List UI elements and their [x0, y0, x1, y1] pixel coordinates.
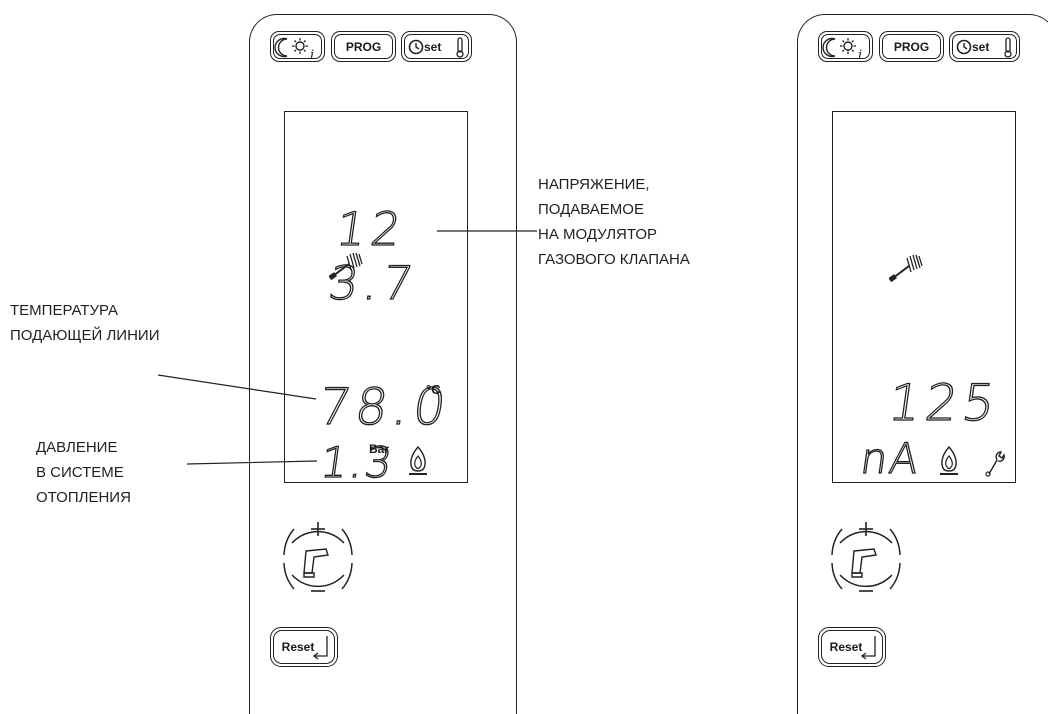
control-panel-right: i PROG set 125 nA: [797, 14, 1048, 714]
reset-button-label: Reset: [281, 640, 315, 654]
plus-icon: [859, 522, 873, 536]
chimney-sweep-brush-icon: [889, 254, 923, 283]
mode-button[interactable]: i: [270, 31, 325, 63]
callout-line: НАПРЯЖЕНИЕ,: [538, 176, 650, 193]
control-panel-left: i PROG set 12 3.7 78.0 °C 1.3 Bar: [249, 14, 517, 714]
clock-icon: [956, 39, 972, 55]
faucet-icon: [303, 548, 329, 578]
return-arrow-icon: [860, 636, 876, 660]
set-temperature-button[interactable]: set: [949, 31, 1020, 62]
ionization-current-readout: 125: [884, 373, 1004, 432]
prog-button-label: PROG: [345, 40, 382, 54]
pressure-callout: ДАВЛЕНИЕ В СИСТЕМЕ ОТОПЛЕНИЯ: [36, 435, 131, 510]
thermometer-icon: [456, 37, 464, 58]
callout-line: ТЕМПЕРАТУРА: [10, 302, 118, 319]
clock-icon: [408, 39, 424, 55]
flame-icon: [409, 445, 427, 475]
callout-line: ПОДАЮЩЕЙ ЛИНИИ: [10, 327, 160, 344]
callout-line: ПОДАВАЕМОЕ: [538, 201, 644, 218]
flow-temperature-callout: ТЕМПЕРАТУРА ПОДАЮЩЕЙ ЛИНИИ: [10, 298, 159, 348]
set-temperature-button[interactable]: set: [401, 31, 472, 62]
current-unit: nA: [857, 433, 925, 483]
thermometer-icon: [1004, 37, 1012, 58]
callout-line: НА МОДУЛЯТОР: [538, 226, 658, 243]
flow-temperature-unit: °C: [426, 382, 441, 397]
mode-button[interactable]: i: [818, 31, 873, 63]
dhw-adjust-knob[interactable]: [280, 515, 356, 603]
lcd-screen-right: 125 nA: [832, 111, 1016, 484]
chimney-sweep-brush-icon: [329, 252, 363, 281]
reset-button[interactable]: Reset: [818, 627, 886, 667]
return-arrow-icon: [312, 636, 328, 660]
callout-line: ГАЗОВОГО КЛАПАНА: [538, 251, 690, 268]
svg-text:i: i: [858, 48, 862, 63]
prog-button[interactable]: PROG: [331, 31, 396, 62]
lcd-screen-left: 12 3.7 78.0 °C 1.3 Bar: [284, 111, 468, 488]
flame-icon: [940, 445, 958, 475]
reset-button-label: Reset: [829, 640, 863, 654]
moon-sun-info-icon: i: [274, 37, 314, 63]
callout-line: ОТОПЛЕНИЯ: [36, 489, 131, 506]
moon-sun-info-icon: i: [822, 37, 862, 63]
dhw-adjust-knob[interactable]: [828, 515, 904, 603]
callout-line: ДАВЛЕНИЕ: [36, 439, 118, 456]
pressure-unit: Bar: [369, 442, 390, 456]
set-label: set: [424, 40, 442, 54]
prog-button-label: PROG: [893, 40, 930, 54]
prog-button[interactable]: PROG: [879, 31, 944, 62]
svg-text:i: i: [310, 48, 314, 63]
voltage-callout: НАПРЯЖЕНИЕ, ПОДАВАЕМОЕ НА МОДУЛЯТОР ГАЗО…: [538, 172, 690, 272]
callout-line: В СИСТЕМЕ: [36, 464, 124, 481]
plus-icon: [311, 522, 325, 536]
reset-button[interactable]: Reset: [270, 627, 338, 667]
faucet-icon: [851, 548, 877, 578]
set-label: set: [972, 40, 990, 54]
wrench-icon: [985, 451, 1005, 477]
